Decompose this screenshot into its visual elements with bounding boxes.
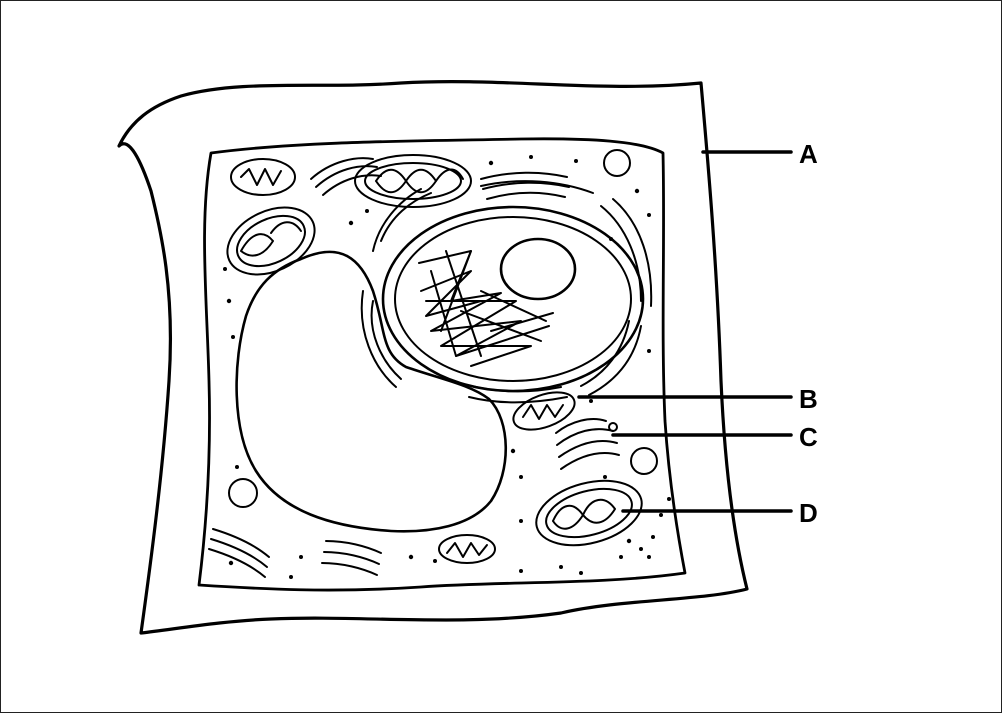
vesicle-right [631, 448, 657, 474]
chloroplast-left [217, 194, 326, 287]
golgi-c [556, 419, 619, 469]
mitochondrion-lower [439, 535, 495, 563]
central-vacuole [237, 252, 506, 531]
nucleolus [501, 239, 575, 299]
label-b: B [799, 384, 818, 414]
endoplasmic-reticulum [362, 181, 651, 402]
mitochondrion-upper-left [231, 159, 295, 195]
vesicle-top-right [604, 150, 630, 176]
golgi-upper [311, 158, 569, 199]
chloroplast-d [529, 470, 649, 556]
label-c: C [799, 422, 818, 452]
nuclear-envelope-outer [383, 207, 643, 391]
chromatin [419, 251, 553, 366]
label-d: D [799, 498, 818, 528]
chloroplast-upper [355, 155, 471, 207]
golgi-lower [209, 529, 381, 577]
mitochondrion-b [508, 385, 579, 437]
vesicle-lower-left [229, 479, 257, 507]
label-a: A [799, 139, 818, 169]
nuclear-envelope-inner [395, 217, 631, 381]
